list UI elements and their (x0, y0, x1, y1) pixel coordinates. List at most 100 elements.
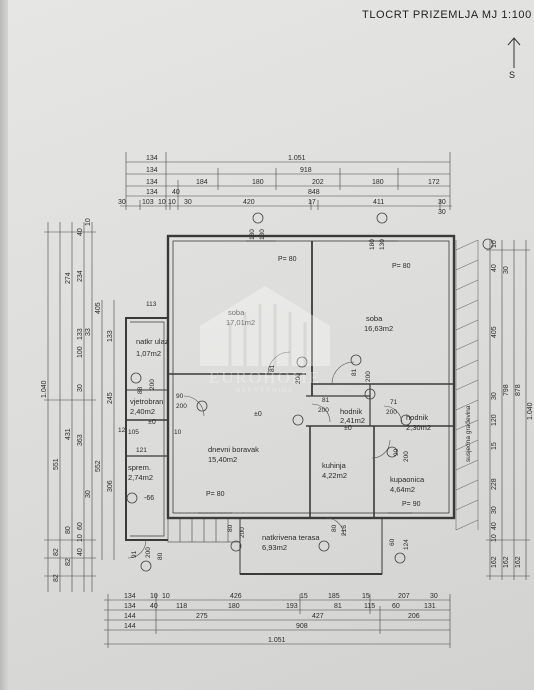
dim-top-r5-g: 17 (308, 199, 316, 206)
dim-bot-r3-b: 275 (196, 613, 208, 620)
opening-label: 200 (403, 451, 410, 462)
watermark-tagline: NEKRETNINE (235, 388, 295, 394)
room-name: vjetrobran (130, 397, 163, 406)
opening-label: 124 (403, 539, 410, 550)
dim-left-total: 1.040 (41, 380, 48, 398)
opening-label: 81 (351, 368, 358, 376)
room-name: kupaonica (390, 475, 425, 484)
dim-left-10: 10 (77, 534, 84, 542)
dim-right-162b: 162 (503, 556, 510, 568)
dim-top-r5-e: 30 (184, 199, 192, 206)
dim-top-r4-c: 848 (308, 189, 320, 196)
dim-bot-r3-a: 144 (124, 613, 136, 620)
dim-bot-r2-b: 40 (150, 603, 158, 610)
outer-wall-inner-line (172, 240, 450, 514)
dim-top-r5-f: 420 (243, 199, 255, 206)
dim-bot-r3-d: 206 (408, 613, 420, 620)
dim-bot-r2-e: 193 (286, 603, 298, 610)
dim-right-30c: 30 (503, 266, 510, 274)
room-area: 2,30m2 (406, 423, 431, 432)
opening-label: 200 (145, 547, 152, 558)
opening-markers (126, 212, 494, 572)
opening-label: 121 (136, 447, 147, 454)
room-area: 2,74m2 (128, 473, 153, 482)
dim-bot-r2-a: 134 (124, 603, 136, 610)
dim-top-r1-b: 1.051 (288, 155, 306, 162)
opening-label: 10 (174, 429, 182, 436)
dim-left-306: 306 (107, 480, 114, 492)
dim-right-10: 10 (491, 240, 498, 248)
dim-right-30: 30 (491, 392, 498, 400)
dim-bot-r1-g: 15 (362, 593, 370, 600)
dim-top-r3-e: 180 (372, 179, 384, 186)
stairs (167, 517, 241, 543)
opening-label: 130 (259, 229, 266, 240)
room-name: hodnik (406, 413, 428, 422)
opening-label: 200 (149, 379, 156, 390)
windows (198, 235, 412, 514)
opening-label: 200 (239, 527, 246, 538)
entry-wing-wall (125, 317, 168, 541)
dim-right-878: 878 (515, 384, 522, 396)
dim-bot-r1-d: 426 (230, 593, 242, 600)
dim-bot-r2-f: 81 (334, 603, 342, 610)
dim-top-r3-f: 172 (428, 179, 440, 186)
dim-top-r5-h: 411 (373, 199, 384, 206)
opening-label: 71 (390, 399, 398, 406)
dim-bot-r1-f: 185 (328, 593, 340, 600)
dim-top-r3-c: 180 (252, 179, 264, 186)
dim-right-405: 405 (491, 326, 498, 338)
dim-bot-r1-h: 207 (398, 593, 410, 600)
dim-bot-r2-h: 60 (392, 603, 400, 610)
opening-label: 12 (118, 427, 126, 434)
dim-left-82c: 82 (65, 558, 72, 566)
room-area: 1,07m2 (136, 349, 161, 358)
dim-left-40: 40 (77, 228, 84, 236)
room-area: 17,01m2 (226, 318, 255, 327)
opening-label: 113 (146, 301, 157, 308)
top-dimension-texts: 134 1.051 134 918 134 184 180 202 180 17… (118, 155, 446, 216)
dim-right-30b: 30 (491, 506, 498, 514)
opening-labels: 180 130 180 130 81 200 81 200 90 200 81 … (118, 229, 410, 560)
dim-bot-r1-e: 15 (300, 593, 308, 600)
room-area: 6,93m2 (262, 543, 287, 552)
drawing-title: TLOCRT PRIZEMLJA MJ 1:100 (362, 9, 532, 21)
opening-label: 180 (369, 239, 376, 250)
dim-bot-r1-c: 10 (162, 593, 170, 600)
north-label: S (509, 70, 516, 80)
dim-right-15: 15 (491, 442, 498, 450)
opening-label: 88 (137, 386, 144, 394)
watermark-logo: EUROHOME NEKRETNINE (190, 282, 340, 402)
dim-bot-r4-a: 144 (124, 623, 136, 630)
parapet-label: P= 80 (206, 491, 225, 498)
dim-right-162c: 162 (515, 556, 522, 568)
dim-right-798: 798 (503, 384, 510, 396)
dim-right-40: 40 (491, 264, 498, 272)
dim-left-274: 274 (65, 272, 72, 284)
dim-top-r4-a: 134 (146, 189, 158, 196)
parapet-label: P= 80 (392, 263, 411, 270)
opening-label: 80 (227, 524, 234, 532)
parapet-label: P= 90 (402, 501, 421, 508)
room-name: kuhinja (322, 461, 347, 470)
door-swings (127, 351, 403, 559)
dim-left-245: 245 (107, 392, 114, 404)
room-name: sprem. (128, 463, 151, 472)
room-name: natkr ulaz (136, 337, 169, 346)
opening-label: 80 (331, 524, 338, 532)
dim-top-r5b: 30 (438, 209, 446, 216)
dim-left-552: 552 (95, 460, 102, 472)
dim-left-60: 60 (77, 522, 84, 530)
dim-bot-total: 1.051 (268, 637, 286, 644)
watermark-brand: EUROHOME (208, 368, 322, 387)
opening-label: 60 (389, 538, 396, 546)
opening-label: 200 (295, 373, 302, 384)
dim-left-100: 100 (77, 346, 84, 358)
paper-edge (0, 0, 8, 690)
parapet-label: P= 80 (278, 256, 297, 263)
dim-left-40b: 40 (77, 548, 84, 556)
top-dimension-lines (120, 152, 452, 210)
level-label: ±0 (148, 419, 156, 426)
dim-left-30b: 30 (85, 490, 92, 498)
